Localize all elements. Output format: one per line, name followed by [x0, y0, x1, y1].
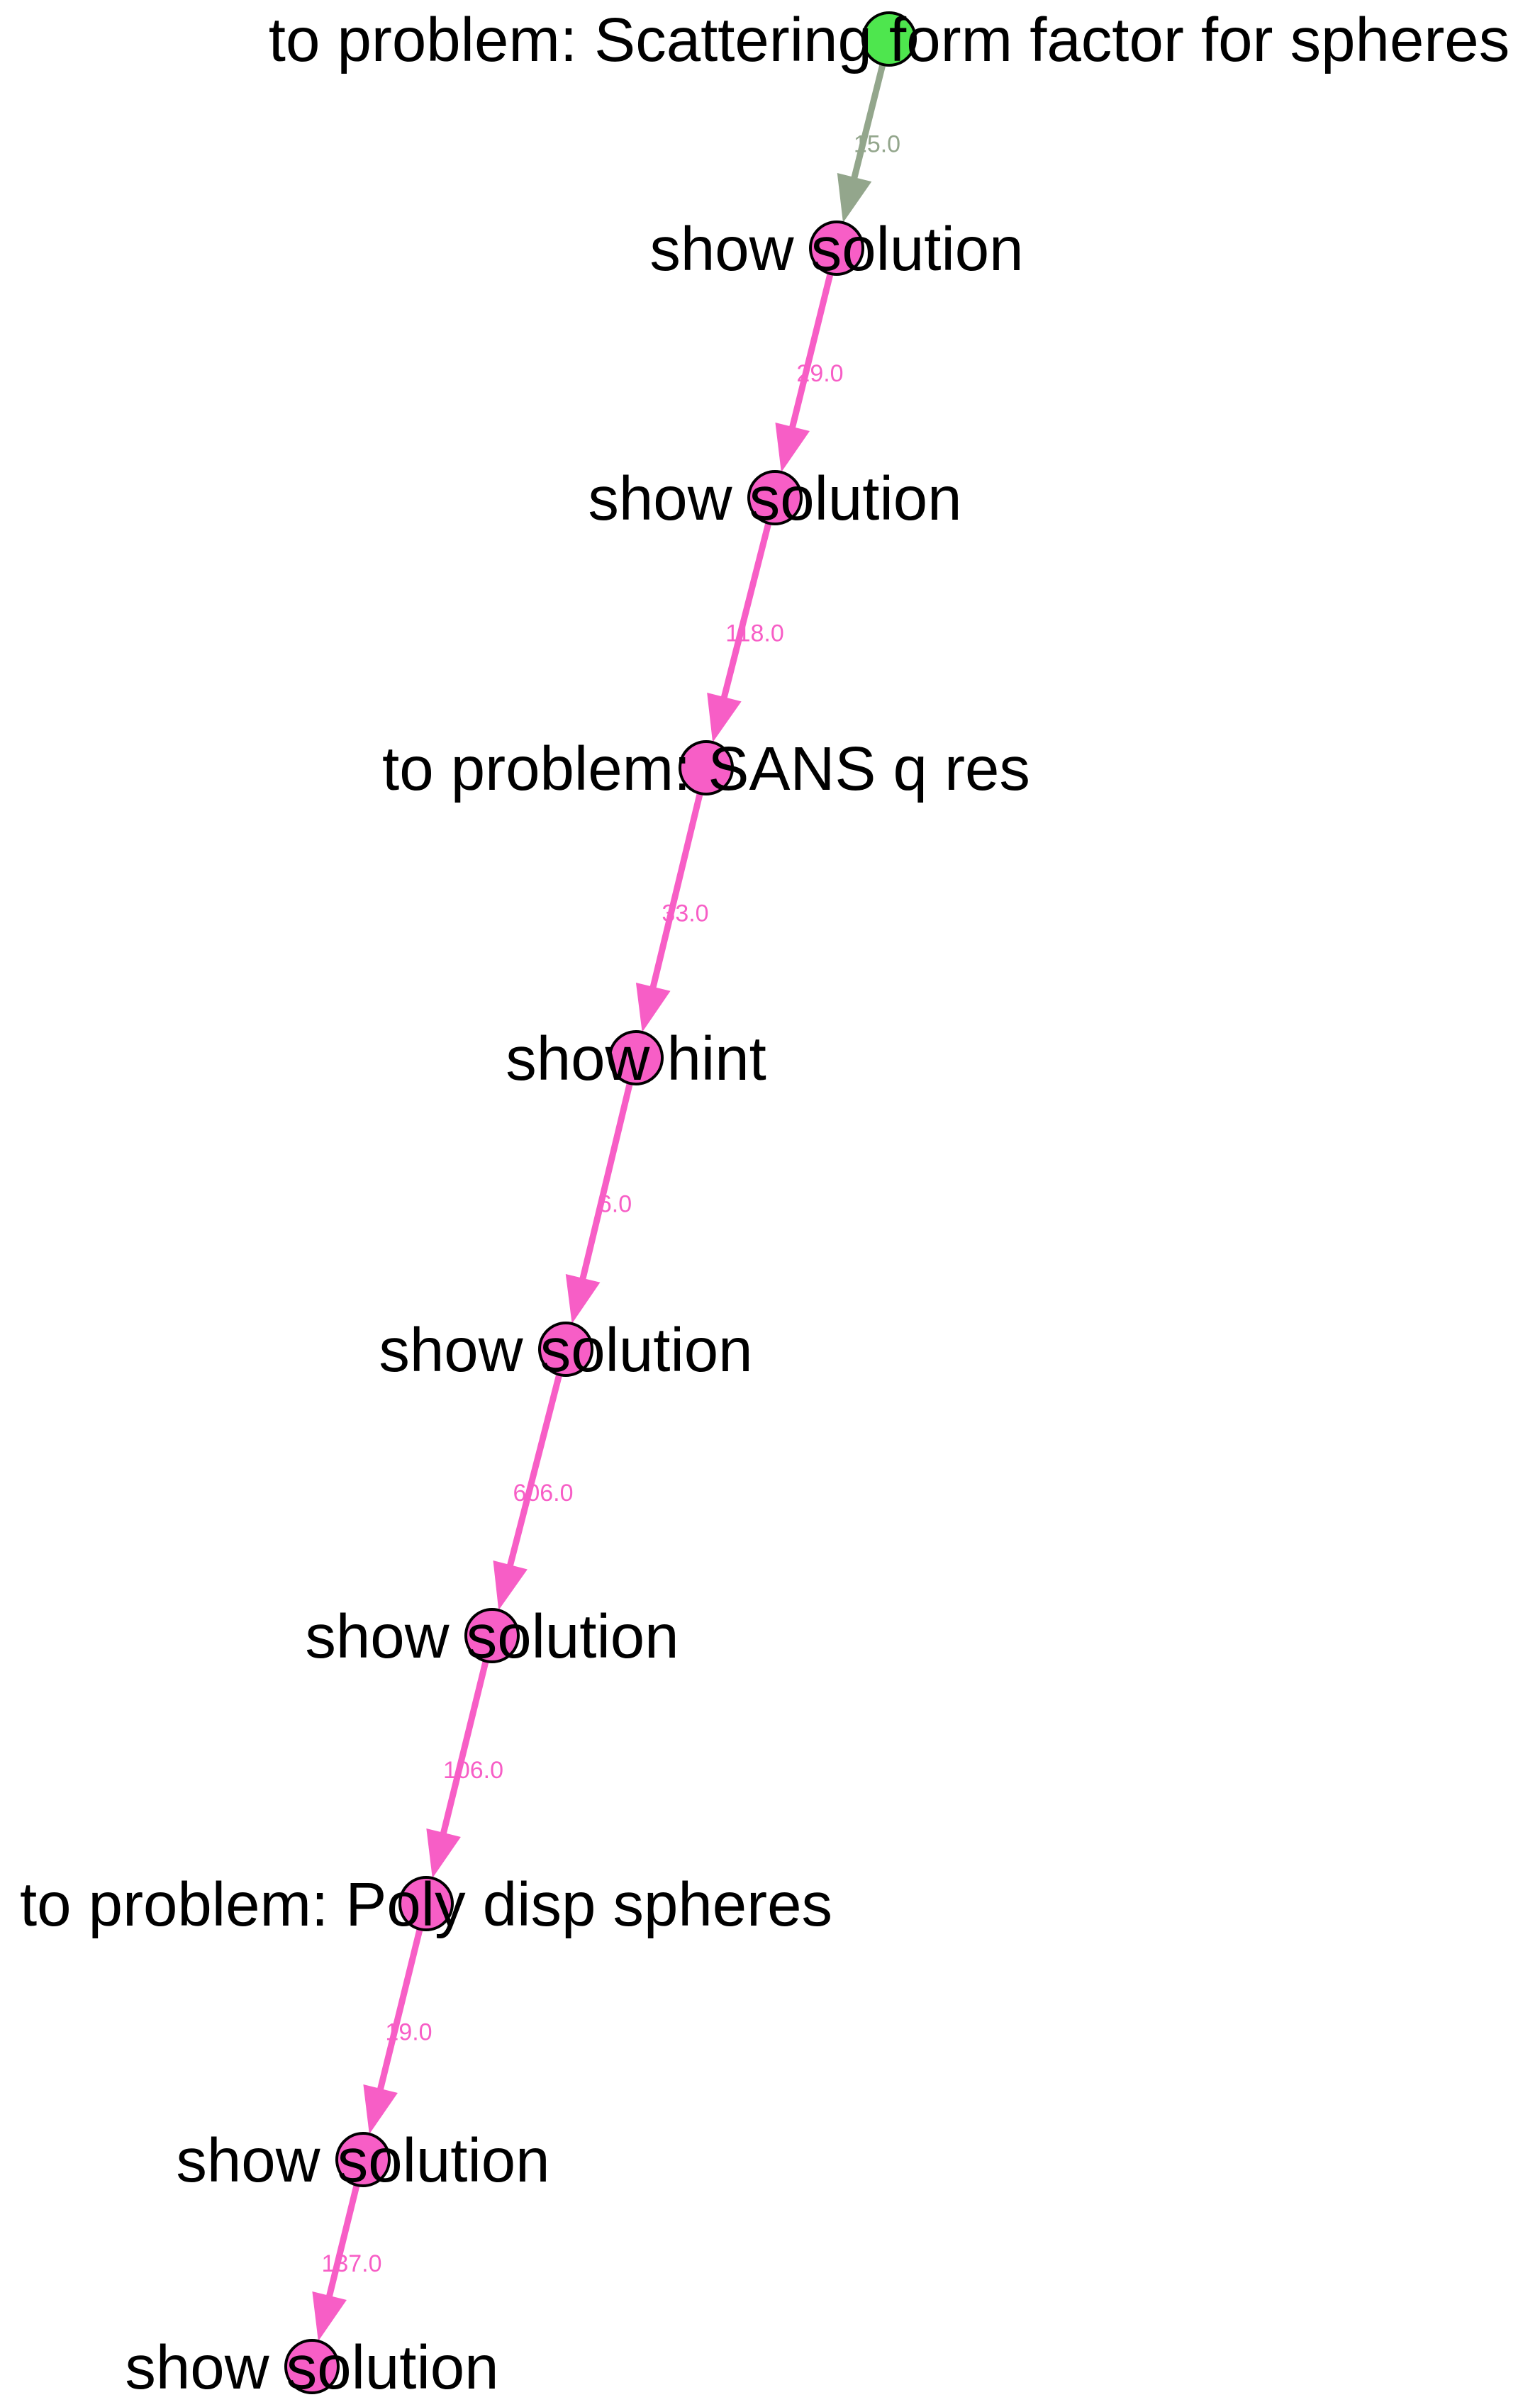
edge-arrowhead: [635, 983, 671, 1033]
node-label: show hint: [506, 1024, 766, 1093]
edge-line: [579, 1080, 633, 1282]
edge-arrowhead: [363, 2084, 398, 2135]
edge-label: 19.0: [385, 2019, 432, 2046]
node-label: to problem: Poly disp spheres: [20, 1870, 832, 1939]
node: [464, 1608, 520, 1663]
edge: [493, 1371, 563, 1611]
node-label: show solution: [176, 2126, 549, 2195]
edge: [775, 270, 834, 473]
node-label: show solution: [588, 464, 961, 533]
edge-line: [326, 2182, 360, 2299]
node-label: show solution: [125, 2333, 498, 2402]
node: [747, 470, 803, 525]
edge-line: [720, 520, 772, 700]
start-node: [861, 11, 917, 67]
edge-label: 15.0: [854, 131, 900, 158]
edge-label: 6.0: [598, 1191, 632, 1218]
labels-layer: 15.0 29.0 118.0 33.0 6.0 606.0 106.0 19.0 137.0 t…: [20, 6, 1510, 2402]
edge-arrowhead: [312, 2291, 347, 2342]
node: [284, 2339, 340, 2394]
edge: [837, 61, 886, 223]
node: [608, 1030, 664, 1085]
edge-line: [440, 1658, 489, 1836]
edge: [707, 520, 772, 743]
nodes-layer: [284, 11, 917, 2394]
edge-line: [507, 1371, 563, 1568]
edge-label: 33.0: [662, 900, 708, 927]
edges-layer: [312, 61, 886, 2342]
node-label: to problem: Scattering form factor for s…: [269, 6, 1510, 74]
edge-line: [377, 1926, 423, 2092]
edge: [635, 790, 703, 1033]
edge-label: 606.0: [513, 1480, 573, 1507]
edge-label: 118.0: [725, 620, 784, 647]
edge-line: [649, 790, 703, 990]
edge-arrowhead: [707, 693, 742, 743]
edge-label: 106.0: [443, 1757, 503, 1784]
edge-label: 137.0: [321, 2250, 381, 2277]
edge: [363, 1926, 423, 2135]
node: [679, 740, 734, 795]
node: [538, 1322, 593, 1377]
edge-line: [851, 61, 886, 181]
edge-arrowhead: [775, 423, 810, 473]
edge: [426, 1658, 489, 1879]
edge-arrowhead: [837, 173, 872, 223]
edge: [312, 2182, 360, 2342]
node-label: to problem: SANS q res: [382, 735, 1030, 803]
node-label: show solution: [379, 1316, 752, 1385]
node: [398, 1876, 454, 1931]
node: [335, 2132, 391, 2187]
edge-line: [789, 270, 834, 430]
edge-arrowhead: [565, 1274, 601, 1324]
edge-arrowhead: [426, 1828, 461, 1879]
node-label: show solution: [649, 215, 1023, 284]
node-label: show solution: [305, 1602, 679, 1671]
edge: [565, 1080, 633, 1324]
node: [809, 220, 864, 276]
edge-arrowhead: [493, 1560, 528, 1611]
edge-label: 29.0: [796, 360, 843, 387]
